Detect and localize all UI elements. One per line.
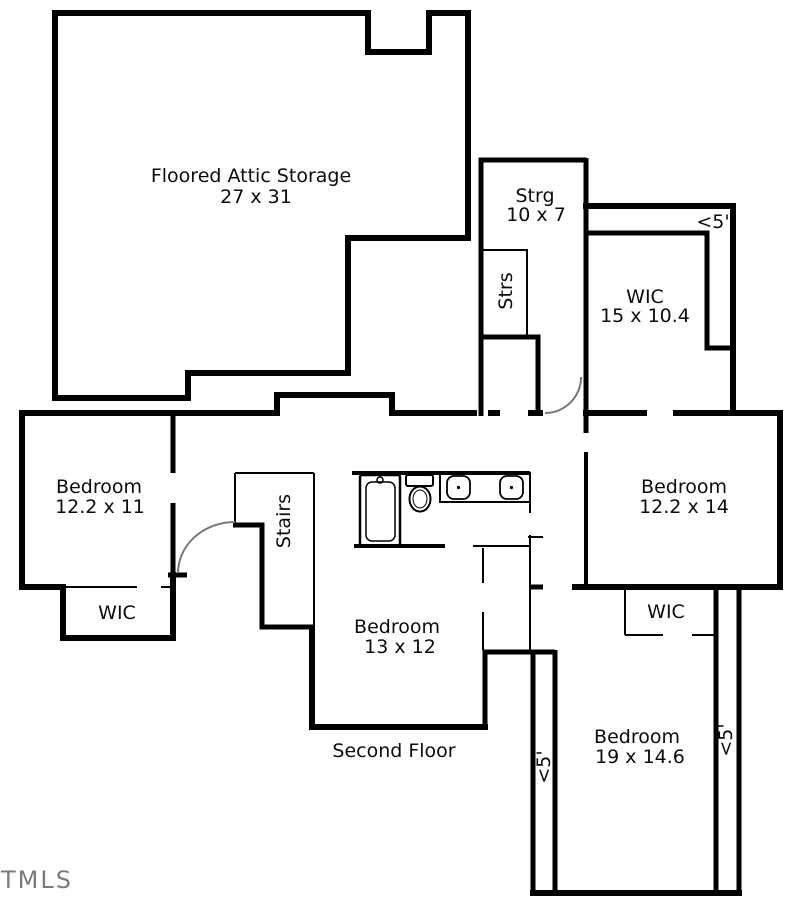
wall-wic-upper-inner — [584, 230, 736, 351]
attic-dims: 27 x 31 — [220, 186, 292, 208]
toilet — [405, 474, 434, 513]
bedroom-middle-label: Bedroom — [354, 616, 440, 638]
stairs-label: Stairs — [273, 493, 295, 549]
strg-dims: 10 x 7 — [506, 204, 566, 226]
wall-main-left-top — [19, 392, 477, 590]
bedroom-bottom-dims: 19 x 14.6 — [595, 746, 685, 768]
bedroom-left-label: Bedroom — [56, 476, 142, 498]
low-ceiling-note-right: <5' — [715, 723, 737, 757]
wic-upper-label: WIC — [626, 286, 664, 308]
door-arc-hall — [177, 521, 236, 574]
wall-top-bedroom-right-b — [572, 410, 783, 590]
wall-stair-landing-jog — [481, 334, 541, 413]
wall-wic-upper-outer — [583, 203, 736, 413]
wall-stairs-thick — [233, 522, 314, 630]
wall-attic-outline — [52, 10, 471, 401]
floor-title: Second Floor — [332, 740, 456, 762]
bedroom-left-dims: 12.2 x 11 — [55, 496, 145, 518]
bedroom-right-dims: 12.2 x 14 — [639, 496, 729, 518]
bathtub — [358, 473, 402, 548]
low-ceiling-note-top: <5' — [696, 211, 730, 233]
door-arc-stair-landing — [544, 376, 582, 414]
wic-upper-dims: 15 x 10.4 — [600, 305, 690, 327]
low-ceiling-note-left: <5' — [533, 750, 555, 784]
bedroom-right-label: Bedroom — [641, 476, 727, 498]
mls-watermark: TMLS — [1, 866, 73, 894]
vanity-double-sink — [439, 472, 531, 503]
bedroom-bottom-label: Bedroom — [594, 726, 680, 748]
attic-label: Floored Attic Storage — [150, 165, 352, 187]
bedroom-middle-dims: 13 x 12 — [364, 636, 436, 658]
wall-wic-left-box — [60, 572, 176, 641]
strs-label: Strs — [495, 272, 517, 310]
wall-strg-box — [478, 157, 586, 416]
strg-label: Strg — [515, 185, 555, 207]
wic-right-label: WIC — [647, 601, 685, 623]
wic-left-label: WIC — [98, 602, 136, 624]
wall-strs-box-thin — [483, 249, 528, 337]
